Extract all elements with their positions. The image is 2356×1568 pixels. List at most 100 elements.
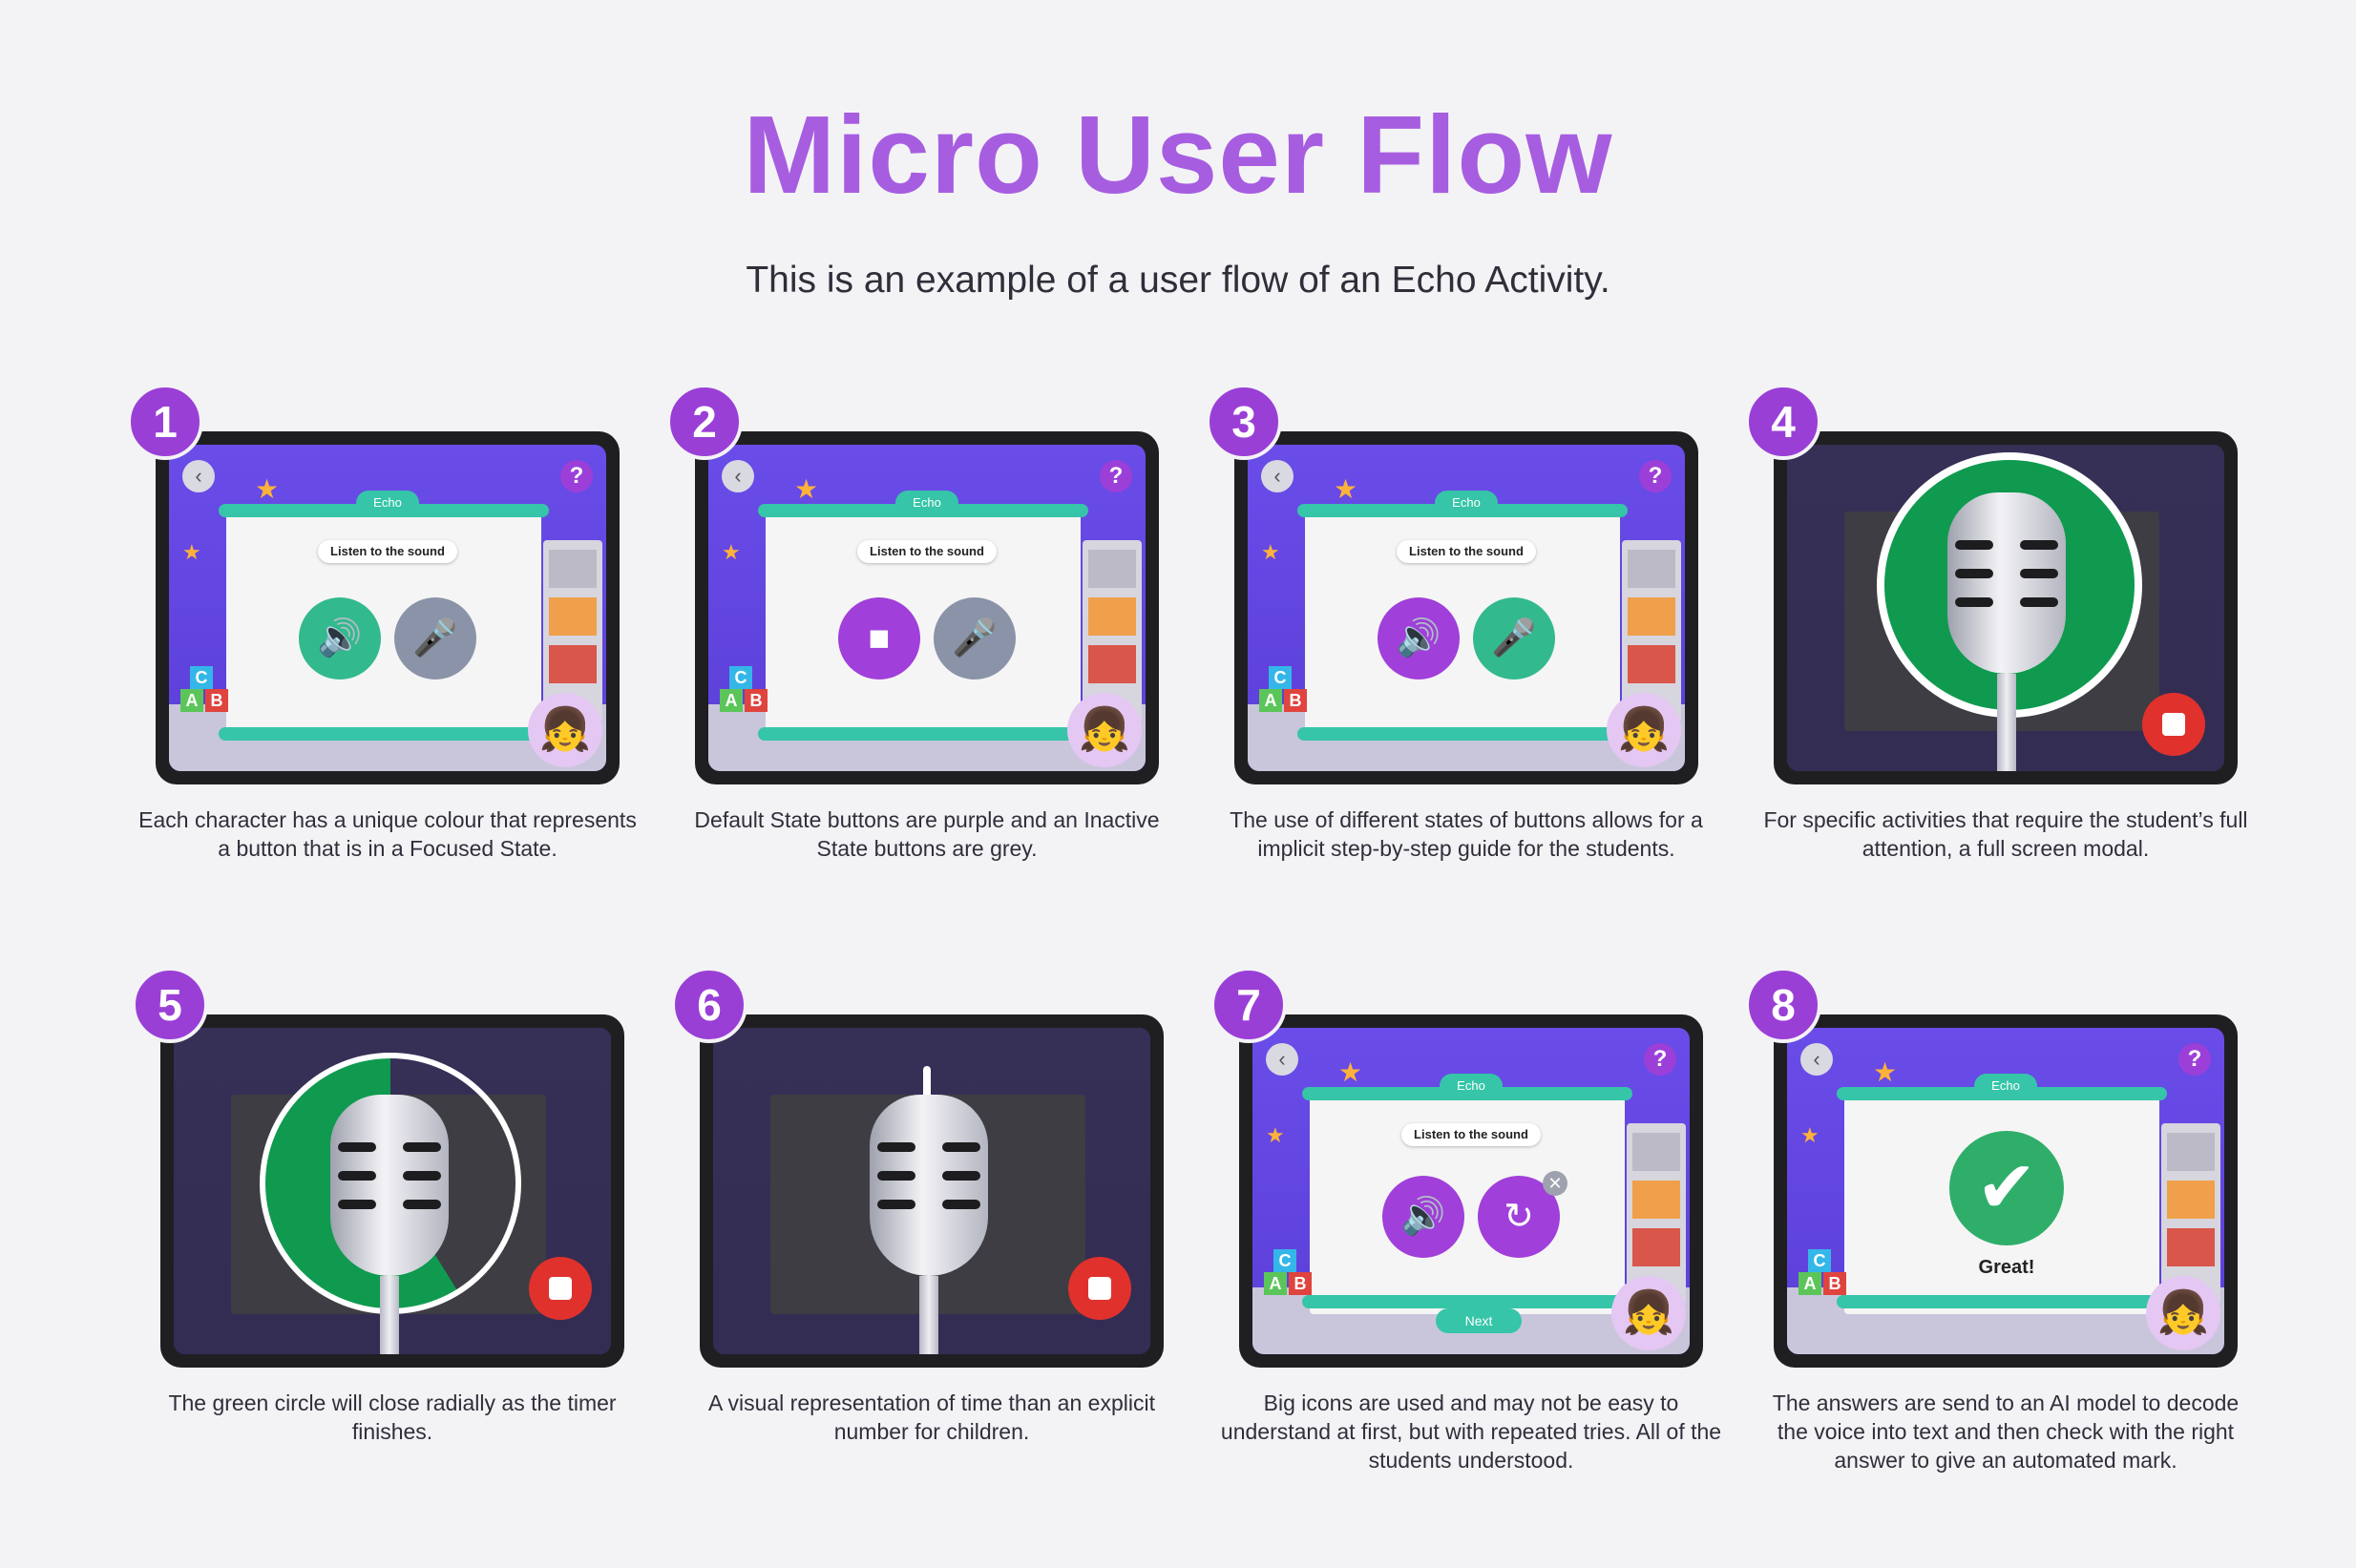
microphone-stand	[919, 1276, 938, 1354]
instruction-label: Listen to the sound	[318, 540, 457, 563]
character-avatar: 👧	[2146, 1276, 2220, 1350]
activity-screen	[174, 1028, 611, 1354]
speaker-button[interactable]: 🔊	[1378, 597, 1460, 679]
tablet-frame: ★ ★ Echo Listen to the sound ■ 🎤 ‹ ? C A…	[695, 431, 1159, 784]
star-icon: ★	[1266, 1123, 1285, 1148]
speaker-icon: 🔊	[1400, 1197, 1445, 1237]
step-caption: Each character has a unique colour that …	[137, 805, 639, 863]
character-avatar: 👧	[528, 693, 602, 767]
step-caption: For specific activities that require the…	[1755, 805, 2257, 863]
star-icon: ★	[1338, 1056, 1362, 1088]
step-number-badge: 8	[1745, 967, 1821, 1043]
step-number-badge: 2	[666, 384, 743, 460]
activity-screen	[713, 1028, 1150, 1354]
star-icon: ★	[182, 540, 201, 565]
back-button[interactable]: ‹	[1800, 1043, 1833, 1076]
stop-button[interactable]: ■	[838, 597, 920, 679]
speaker-icon: 🔊	[1396, 618, 1441, 659]
step-6: 6 A visual representation of time than a…	[700, 1014, 1196, 1549]
step-number-badge: 1	[127, 384, 203, 460]
tablet-frame: ★ ★ Echo Listen to the sound 🔊 🎤 ‹ ? C A…	[1234, 431, 1698, 784]
tablet-frame	[1774, 431, 2238, 784]
stop-recording-button[interactable]	[529, 1257, 592, 1320]
help-button[interactable]: ?	[1100, 460, 1132, 492]
back-button[interactable]: ‹	[1261, 460, 1294, 492]
step-caption: Big icons are used and may not be easy t…	[1220, 1389, 1722, 1474]
activity-tag: Echo	[895, 491, 958, 515]
microphone-button[interactable]: 🎤	[394, 597, 476, 679]
character-avatar: 👧	[1611, 1276, 1686, 1350]
help-button[interactable]: ?	[560, 460, 593, 492]
star-icon: ★	[1800, 1123, 1820, 1148]
stop-icon: ■	[869, 618, 891, 659]
microphone-icon	[870, 1095, 988, 1276]
help-button[interactable]: ?	[1639, 460, 1672, 492]
step-caption: The green circle will close radially as …	[141, 1389, 643, 1446]
speaker-icon: 🔊	[317, 618, 362, 659]
star-icon: ★	[722, 540, 741, 565]
star-icon: ★	[1873, 1056, 1897, 1088]
back-button[interactable]: ‹	[182, 460, 215, 492]
step-caption: A visual representation of time than an …	[681, 1389, 1183, 1446]
letter-blocks: C A B	[180, 666, 228, 714]
microphone-stand	[380, 1276, 399, 1354]
tablet-frame	[700, 1014, 1164, 1368]
page-title: Micro User Flow	[0, 91, 2356, 219]
board-bottom-rail	[758, 727, 1088, 741]
activity-screen: ★ ★ Echo Listen to the sound 🔊 ↻ ✕ Next …	[1252, 1028, 1690, 1354]
microphone-icon	[1947, 492, 2066, 674]
help-button[interactable]: ?	[2178, 1043, 2211, 1076]
step-2: 2 ★ ★ Echo Listen to the sound ■ 🎤 ‹ ? C…	[695, 431, 1191, 966]
star-icon: ★	[255, 473, 279, 505]
character-avatar: 👧	[1607, 693, 1681, 767]
stop-recording-button[interactable]	[2142, 693, 2205, 756]
microphone-icon: 🎤	[952, 618, 997, 659]
back-button[interactable]: ‹	[722, 460, 754, 492]
microphone-stand	[1997, 674, 2016, 771]
next-button[interactable]: Next	[1436, 1308, 1522, 1333]
character-avatar: 👧	[1067, 693, 1142, 767]
speaker-button[interactable]: 🔊	[1382, 1176, 1464, 1258]
microphone-icon: 🎤	[1491, 618, 1536, 659]
board-bottom-rail	[1837, 1295, 2167, 1308]
stop-recording-button[interactable]	[1068, 1257, 1131, 1320]
star-icon: ★	[794, 473, 818, 505]
step-caption: The use of different states of buttons a…	[1215, 805, 1717, 863]
step-number-badge: 5	[132, 967, 208, 1043]
tablet-frame: ★ ★ Echo Listen to the sound 🔊 🎤 ‹ ? C A…	[156, 431, 620, 784]
step-4: 4 For specific activities that require t…	[1774, 431, 2270, 966]
activity-screen: ★ ★ Echo ✔ Great! ‹ ? C A B 👧	[1787, 1028, 2224, 1354]
instruction-label: Listen to the sound	[1401, 1123, 1541, 1146]
step-8: 8 ★ ★ Echo ✔ Great! ‹ ? C A B 👧 The answ…	[1774, 1014, 2270, 1549]
speaker-button[interactable]: 🔊	[299, 597, 381, 679]
step-number-badge: 3	[1206, 384, 1282, 460]
step-7: 7 ★ ★ Echo Listen to the sound 🔊 ↻ ✕ Nex…	[1239, 1014, 1735, 1549]
microphone-button[interactable]: 🎤	[1473, 597, 1555, 679]
activity-tag: Echo	[356, 491, 419, 515]
microphone-icon: 🎤	[412, 618, 457, 659]
step-caption: Default State buttons are purple and an …	[676, 805, 1178, 863]
letter-blocks: C A B	[720, 666, 768, 714]
close-icon[interactable]: ✕	[1543, 1171, 1567, 1196]
step-3: 3 ★ ★ Echo Listen to the sound 🔊 🎤 ‹ ? C…	[1234, 431, 1731, 966]
activity-tag: Echo	[1974, 1074, 2037, 1098]
tablet-frame: ★ ★ Echo ✔ Great! ‹ ? C A B 👧	[1774, 1014, 2238, 1368]
activity-screen: ★ ★ Echo Listen to the sound ■ 🎤 ‹ ? C A…	[708, 445, 1146, 771]
activity-tag: Echo	[1440, 1074, 1503, 1098]
activity-tag: Echo	[1435, 491, 1498, 515]
step-number-badge: 6	[671, 967, 747, 1043]
back-button[interactable]: ‹	[1266, 1043, 1298, 1076]
board-bottom-rail	[1297, 727, 1628, 741]
help-button[interactable]: ?	[1644, 1043, 1676, 1076]
microphone-icon	[330, 1095, 449, 1276]
letter-blocks: C A B	[1259, 666, 1307, 714]
instruction-label: Listen to the sound	[1397, 540, 1536, 563]
star-icon: ★	[1334, 473, 1357, 505]
replay-icon: ↻	[1504, 1197, 1534, 1237]
letter-blocks: C A B	[1799, 1249, 1846, 1297]
star-icon: ★	[1261, 540, 1280, 565]
step-caption: The answers are send to an AI model to d…	[1755, 1389, 2257, 1474]
microphone-button[interactable]: 🎤	[934, 597, 1016, 679]
activity-screen: ★ ★ Echo Listen to the sound 🔊 🎤 ‹ ? C A…	[1248, 445, 1685, 771]
checkmark-icon: ✔	[1949, 1131, 2064, 1245]
